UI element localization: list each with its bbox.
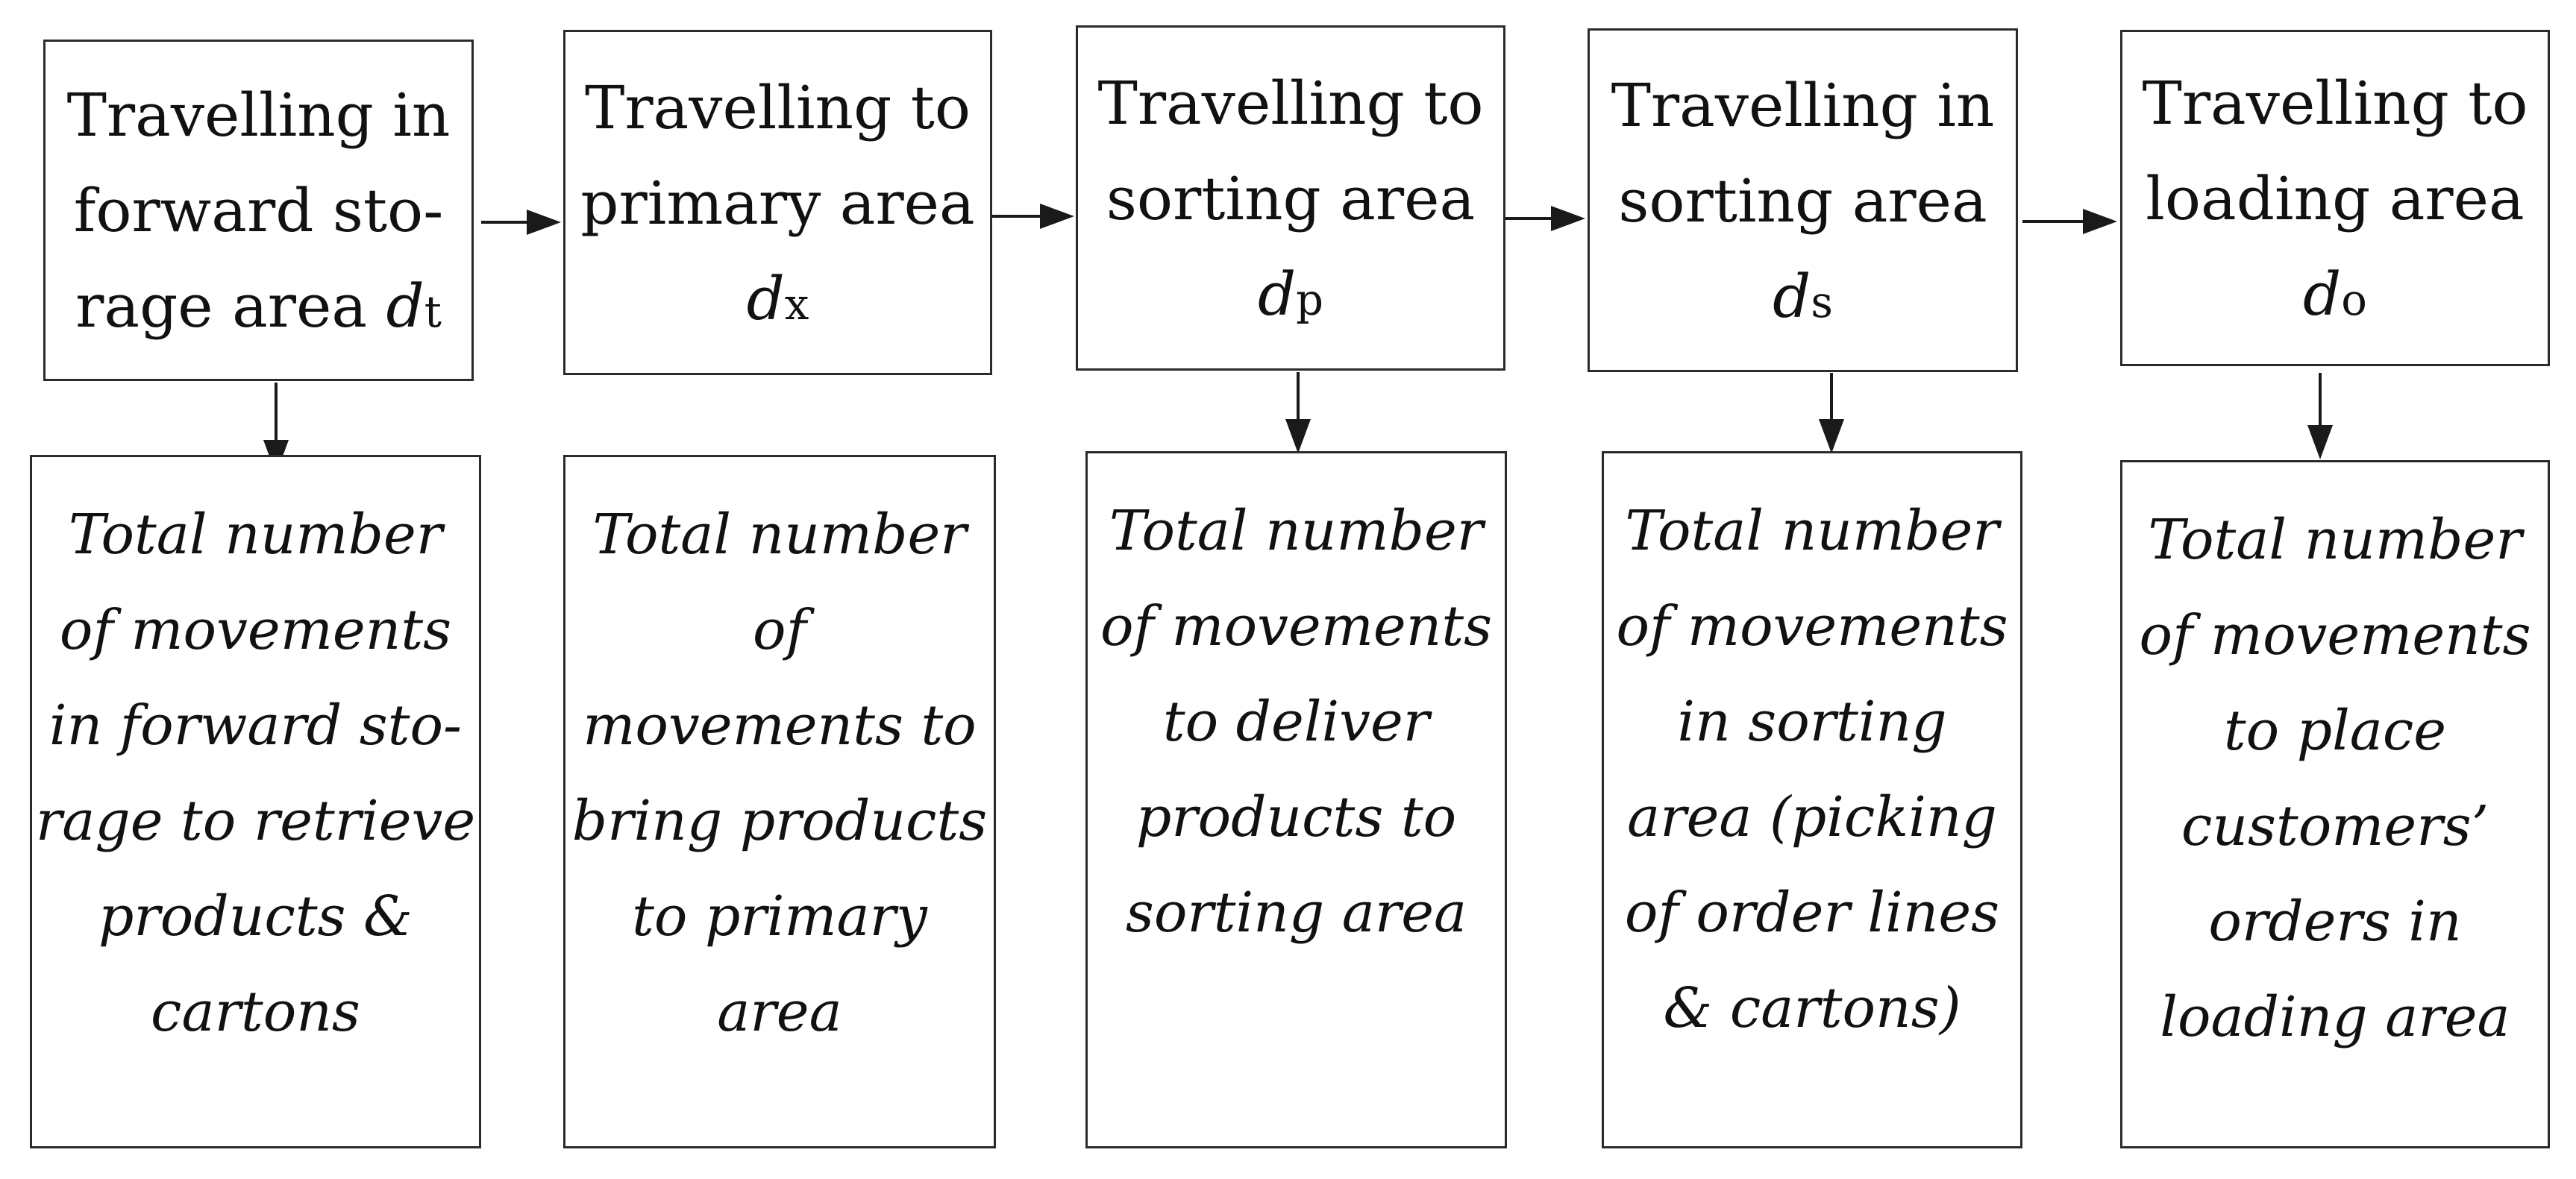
arrowhead-icon <box>1551 206 1585 231</box>
stage-symbol-subscript: o <box>2341 274 2367 325</box>
stage-symbol: d <box>1773 261 1811 331</box>
description-box-4: Total number of movements in sorting are… <box>1602 451 2022 1148</box>
stage-box-3: Travelling to sorting area dp <box>1076 25 1505 371</box>
flow-arrow-stage-2-to-stage-3 <box>992 204 1074 229</box>
stage-symbol-line: do <box>2303 247 2367 348</box>
description-box-3: Total number of movements to deliver pro… <box>1085 451 1507 1148</box>
arrowhead-icon <box>2307 425 2333 459</box>
down-arrow-stage-5-to-desc-5 <box>2307 373 2333 459</box>
down-arrow-stage-4-to-desc-4 <box>1819 373 1844 453</box>
description-text: Total number of movements in forward sto… <box>35 503 476 1044</box>
stage-title: Travelling in forward sto- rage area dt <box>66 81 451 341</box>
flow-arrow-stage-3-to-stage-4 <box>1505 206 1585 231</box>
description-text: Total number of movements to place custo… <box>2139 508 2531 1049</box>
description-text: Total number of movements to bring produ… <box>571 503 988 1044</box>
stage-symbol-subscript: t <box>424 287 442 337</box>
arrowhead-icon <box>2083 209 2117 234</box>
description-text: Total number of movements to deliver pro… <box>1100 499 1493 945</box>
stage-symbol: d <box>386 271 424 341</box>
stage-box-1: Travelling in forward sto- rage area dt <box>43 40 474 381</box>
stage-symbol-line: dp <box>1258 247 1323 348</box>
stage-title: Travelling to sorting area <box>1097 68 1484 233</box>
arrowhead-icon <box>1040 204 1074 229</box>
description-text: Total number of movements in sorting are… <box>1616 499 2008 1040</box>
stage-symbol-subscript: p <box>1296 274 1324 325</box>
description-box-2: Total number of movements to bring produ… <box>563 455 996 1148</box>
stage-symbol-line: dx <box>747 251 809 353</box>
arrowhead-icon <box>1819 419 1844 453</box>
description-box-1: Total number of movements in forward sto… <box>30 455 481 1148</box>
stage-symbol: d <box>746 263 785 333</box>
arrowhead-icon <box>1285 419 1311 453</box>
stage-box-2: Travelling to primary area dx <box>563 30 992 375</box>
flow-arrow-stage-4-to-stage-5 <box>2022 209 2117 234</box>
flow-arrow-stage-1-to-stage-2 <box>481 210 561 235</box>
stage-box-4: Travelling in sorting area ds <box>1588 28 2018 372</box>
stage-symbol: d <box>1257 259 1297 329</box>
down-arrow-stage-3-to-desc-3 <box>1285 372 1311 453</box>
stage-title: Travelling in sorting area <box>1611 70 1995 236</box>
stage-box-5: Travelling to loading area do <box>2120 30 2550 366</box>
stage-symbol-subscript: s <box>1811 277 1833 327</box>
stage-symbol-subscript: x <box>784 279 809 330</box>
stage-symbol-line: ds <box>1773 249 1833 350</box>
stage-title: Travelling to loading area <box>2142 68 2528 233</box>
stage-title: Travelling to primary area <box>580 72 975 238</box>
description-box-5: Total number of movements to place custo… <box>2120 460 2550 1148</box>
arrowhead-icon <box>527 210 561 235</box>
stage-symbol: d <box>2303 259 2342 329</box>
